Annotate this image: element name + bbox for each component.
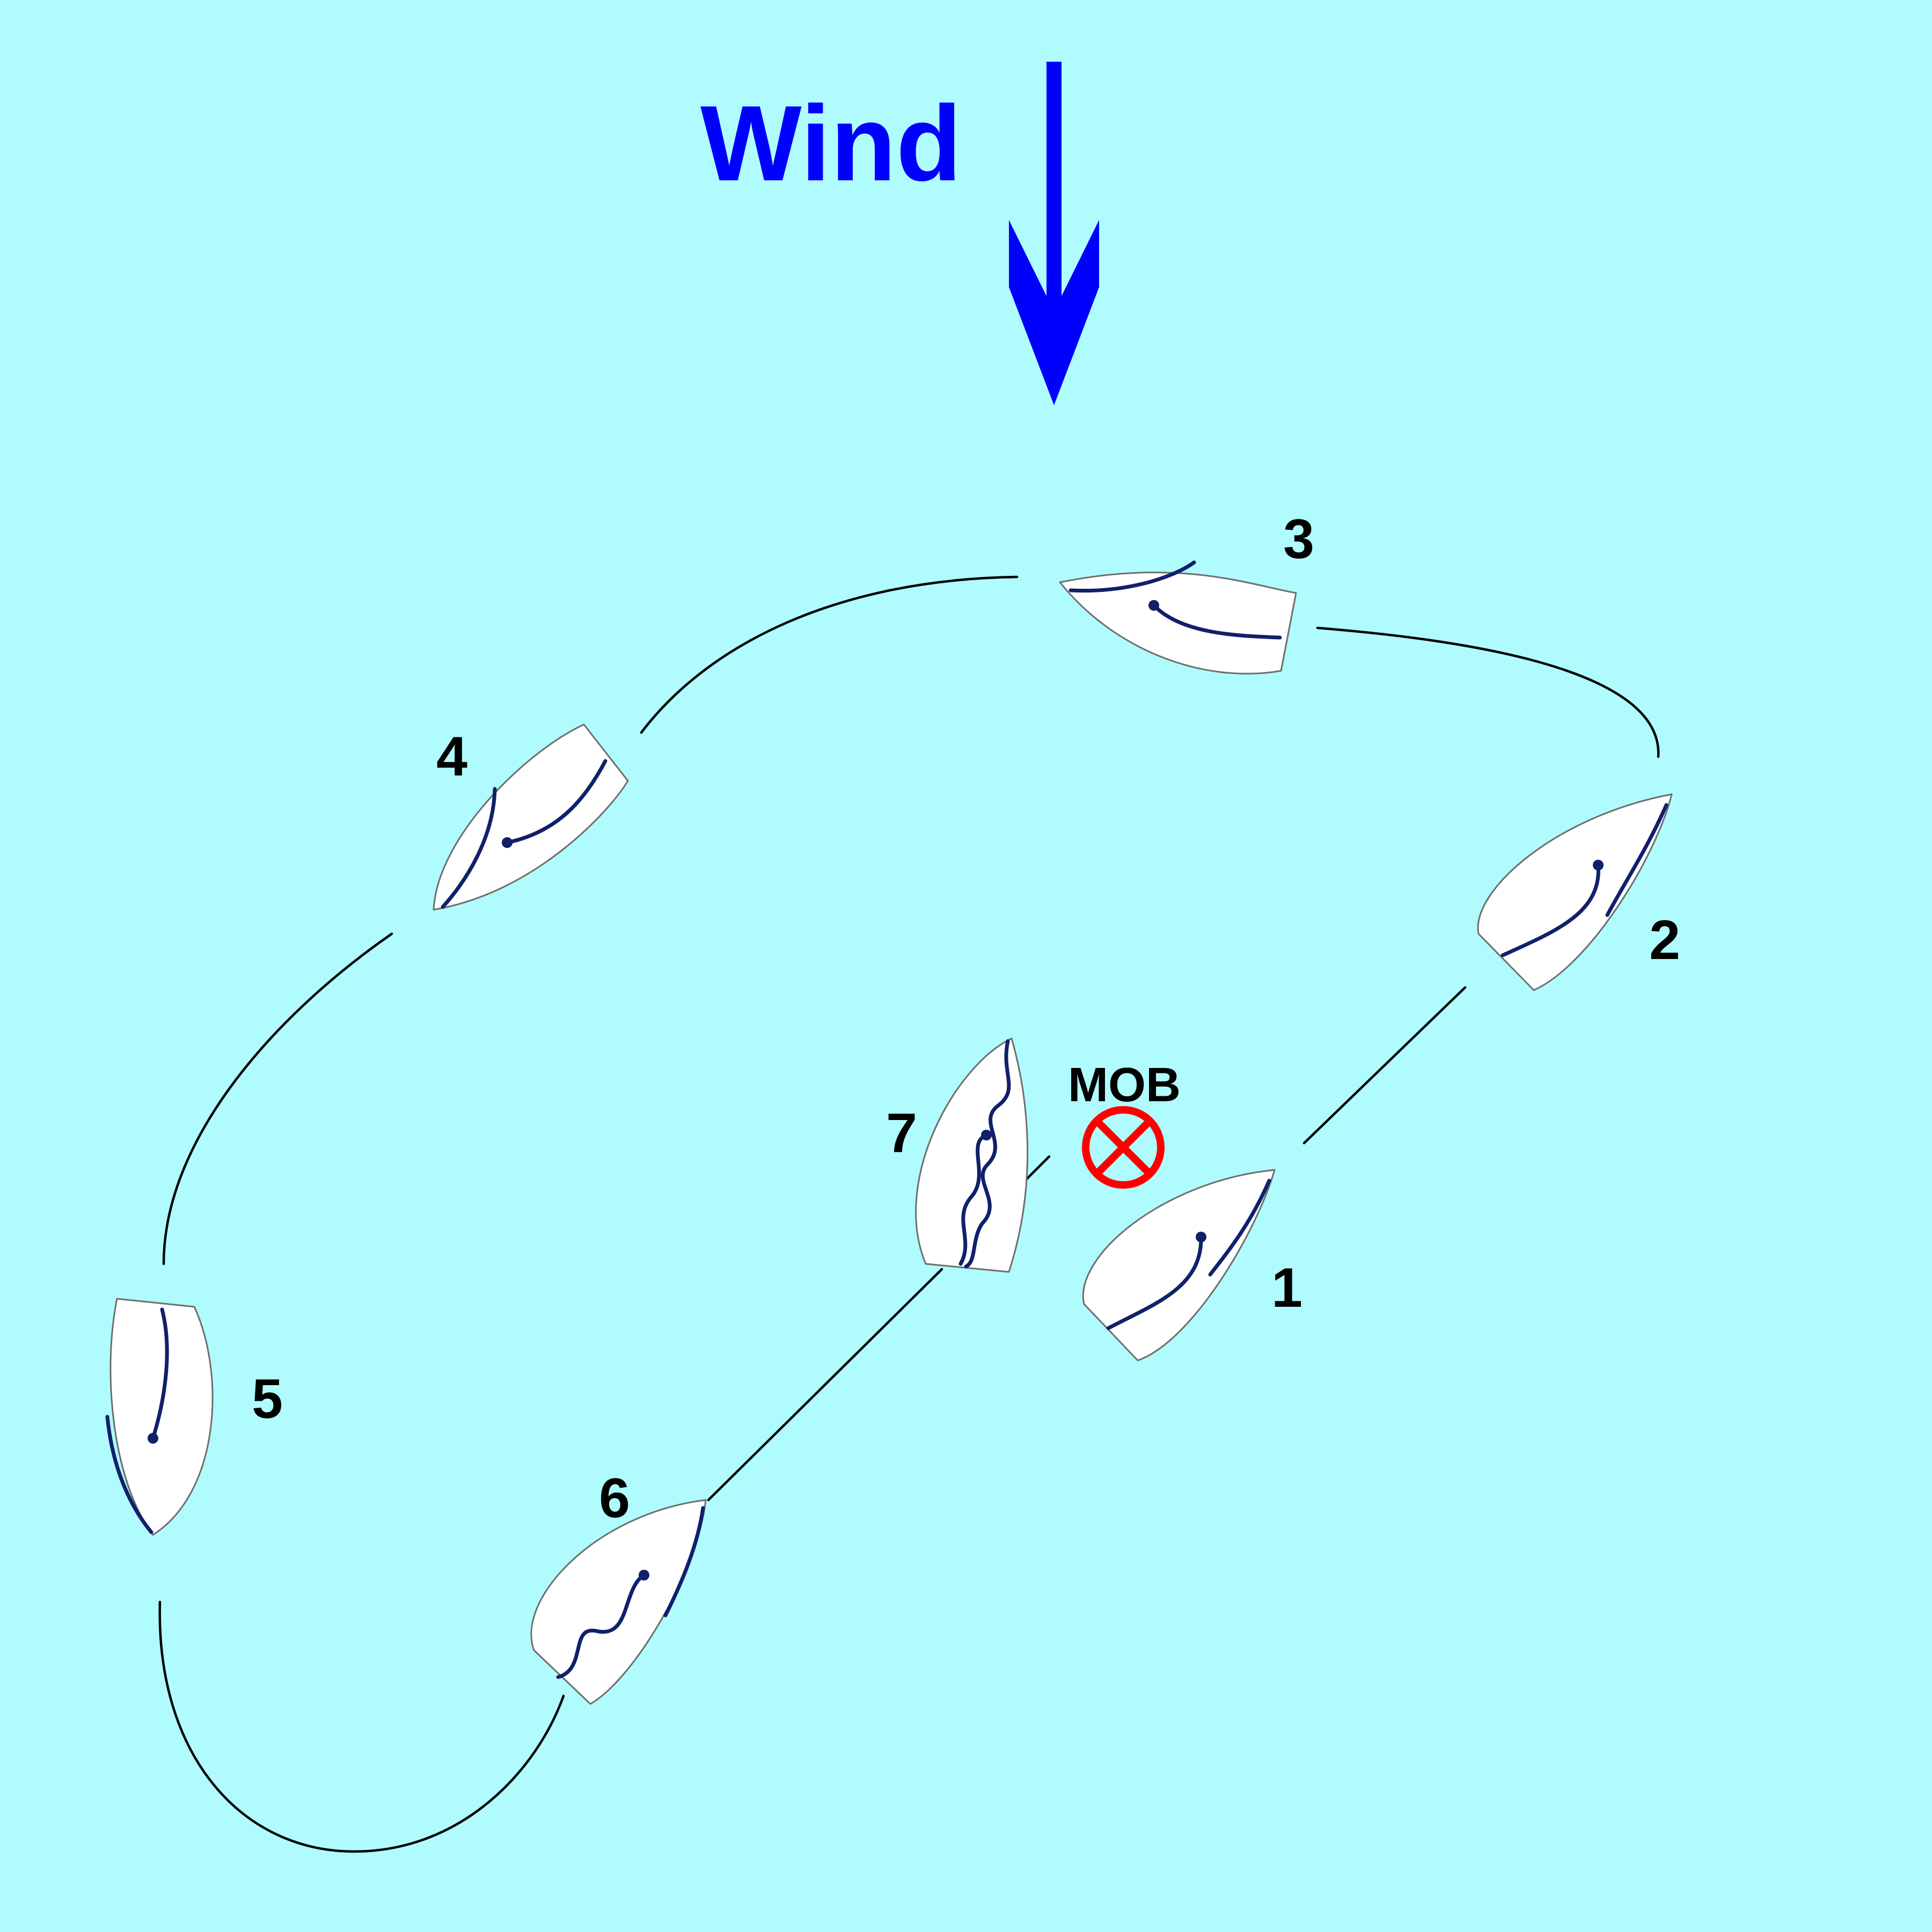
boat-1 [1082,1169,1276,1362]
boat-2-mast [1593,860,1604,870]
course-segment-3-4 [640,575,1019,734]
wind-label: Wind [700,84,962,203]
boat-6-boom [556,1573,646,1679]
boat-6-jib [663,1506,705,1618]
mob-label: MOB [1068,1058,1181,1112]
boat-1-boom [1106,1235,1203,1330]
course-segment-5-6 [158,1600,565,1853]
boat-2-boom [1501,863,1600,957]
boat-3-mast [1148,600,1159,611]
boat-2-jib [1605,803,1668,917]
course-path [158,575,1660,1853]
course-segment-6-7 [707,1268,943,1502]
boat-6-hull [530,1499,707,1705]
boat-1-label: 1 [1271,1257,1302,1319]
boat-3-boom [1152,603,1282,640]
boat-2-label: 2 [1649,909,1680,971]
boat-6 [530,1499,707,1705]
boat-5-hull [109,1298,214,1536]
boat-4-boom [505,759,608,845]
boat-3-label: 3 [1283,508,1314,570]
boat-5-label: 5 [252,1368,283,1430]
boat-5-jib [105,1415,153,1534]
boat-4 [433,723,629,911]
boat-1-jib [1208,1179,1271,1277]
course-segment-2-3 [1316,626,1660,758]
boat-1-mast [1196,1232,1206,1242]
circle-x-icon [1082,1106,1165,1189]
boat-7-hull [915,1037,1029,1273]
boat-7-label: 7 [886,1102,917,1165]
boat-7 [915,1037,1029,1273]
boat-1-hull [1082,1169,1276,1362]
boat-6-label: 6 [599,1467,630,1529]
boat-7-jib [964,1039,1011,1269]
boat-2 [1477,793,1673,991]
boat-5 [105,1298,214,1536]
boat-3 [1059,560,1297,675]
boat-3-jib [1069,560,1196,593]
wind-arrow-icon [1009,62,1099,405]
boat-4-label: 4 [436,726,467,788]
course-segment-4-5 [162,932,393,1265]
boat-6-mast [639,1570,649,1580]
boat-4-jib [441,787,497,909]
boat-5-boom [151,1307,169,1440]
boat-4-hull [433,723,629,911]
boat-7-mast [981,1130,992,1140]
boat-2-hull [1477,793,1673,991]
boat-7-boom [958,1133,989,1266]
boat-5-mast [148,1433,158,1444]
course-segment-1-2 [1302,986,1467,1145]
boat-4-mast [502,837,513,848]
